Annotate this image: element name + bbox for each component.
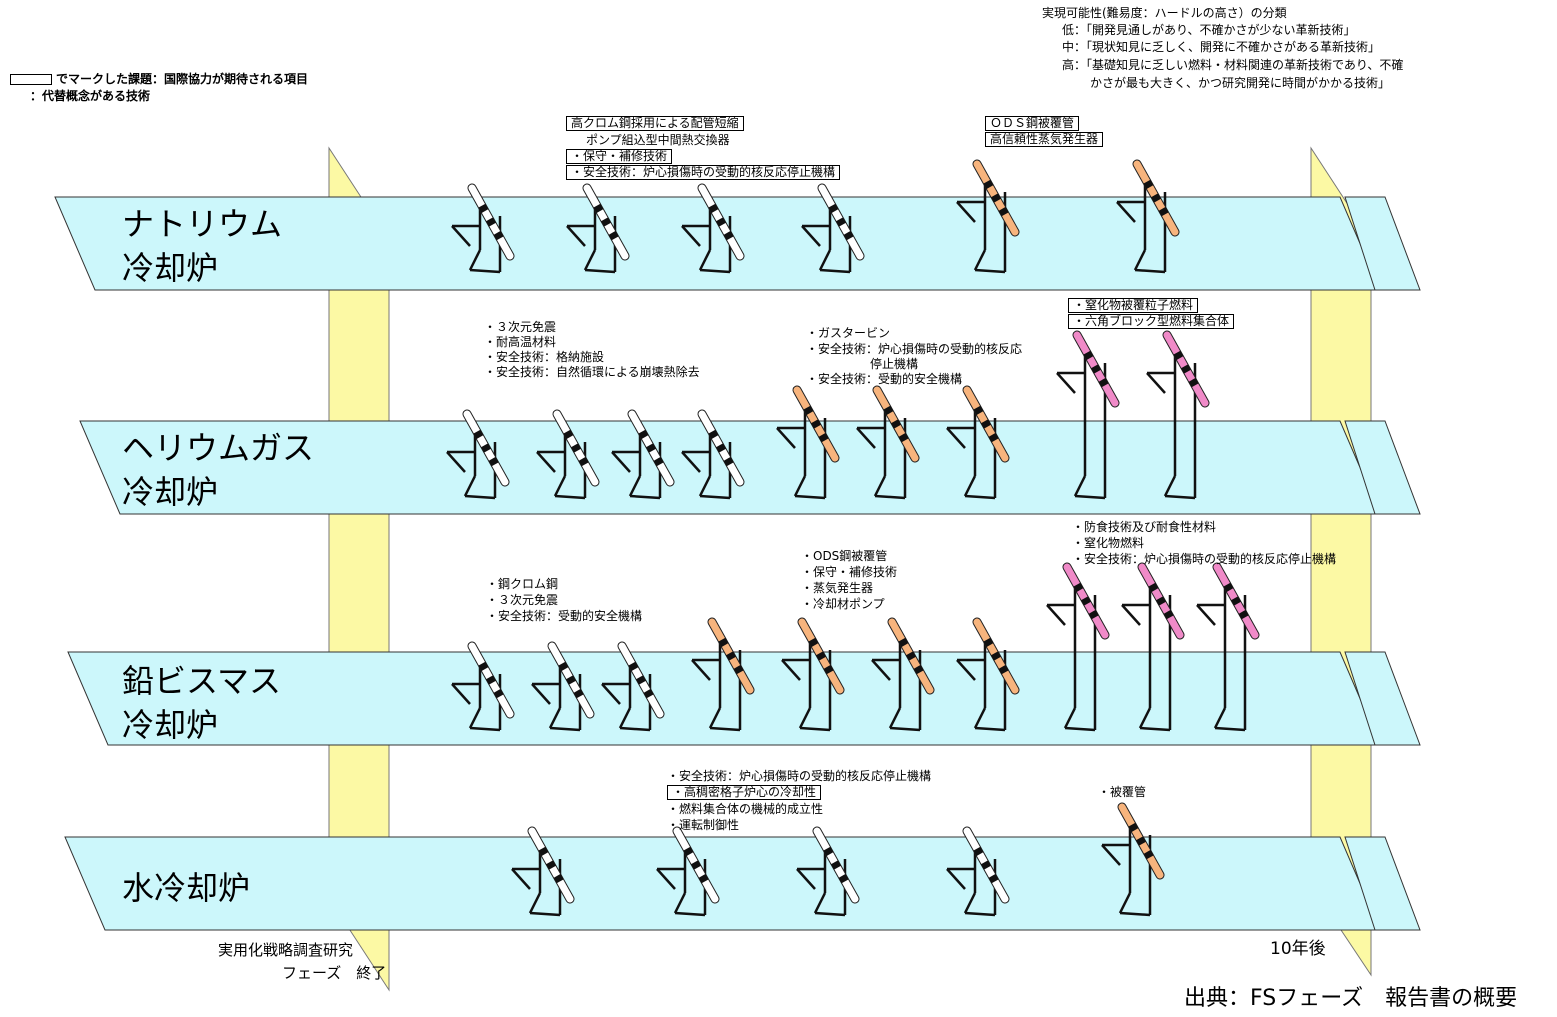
hurdle-helium-5 [776,385,840,500]
water-note-3: ・燃料集合体の機械的成立性 [667,802,824,816]
lead-mid-note-4: ・冷却材ポンプ [801,597,885,611]
hurdle-helium-2 [536,409,600,500]
sodium-note-2: ポンプ組込型中間熱交換器 [586,133,730,147]
reactor-label-lead-2: 冷却炉 [122,706,219,744]
legend-marked: でマークした課題：国際協力が期待される項目 [10,72,308,87]
classification-low: 低：「開発見通しがあり、不確かさが少ない革新技術」 [1062,23,1356,37]
hurdle-helium-3 [611,409,675,500]
helium-note-1: ・３次元免震 [484,320,557,334]
hurdle-helium-9 [1146,330,1210,500]
hurdle-lead-1 [451,641,515,732]
hurdle-lead-8 [1046,562,1110,732]
hurdle-water-1 [511,826,575,917]
hurdle-lead-9 [1121,562,1185,732]
lead-high-note-3: ・安全技術：炉心損傷時の受動的核反応停止機構 [1072,552,1337,566]
water-note-2: ・高稠密格子炉心の冷却性 [667,785,822,800]
helium-note-2: ・耐高温材料 [484,335,557,349]
track-lead-ext [1344,651,1421,746]
hurdle-lead-4 [691,617,755,732]
track-sodium-ext [1344,196,1421,291]
classification-high-1: 高：「基礎知見に乏しい燃料・材料関連の革新技術であり、不確 [1062,58,1404,72]
phase-end-label-1: 実用化戦略調査研究 [218,941,354,959]
water-mid-note-1: ・被覆管 [1098,785,1147,799]
sodium-mid-note-2: 高信頼性蒸気発生器 [985,132,1104,147]
lead-mid-note-3: ・蒸気発生器 [801,581,874,595]
hurdle-lead-10 [1196,562,1260,732]
lead-high-note-1: ・防食技術及び耐食性材料 [1072,520,1217,534]
hurdle-lead-7 [956,617,1020,732]
helium-note-4: ・安全技術：自然循環による崩壊熱除去 [484,365,700,379]
hurdle-water-5 [1101,802,1165,917]
sodium-note-1: 高クロム鋼採用による配管短縮 [566,116,744,131]
hurdle-sodium-1 [451,183,515,274]
hurdle-helium-8 [1056,330,1120,500]
track-water-ext [1344,836,1421,931]
hurdle-lead-3 [601,641,665,732]
reactor-label-helium-1: ヘリウムガス [122,429,315,467]
hurdle-water-4 [946,826,1010,917]
reactor-label-sodium-1: ナトリウム [122,205,283,243]
classification-title: 実現可能性(難易度：ハードルの高さ）の分類 [1042,6,1287,20]
hurdle-sodium-6 [1116,159,1180,274]
helium-mid-note-2: ・安全技術：炉心損傷時の受動的核反応 [806,342,1023,356]
water-note-4: ・運転制御性 [667,818,740,832]
reactor-label-sodium-2: 冷却炉 [122,249,219,287]
helium-high-note-2: ・六角ブロック型燃料集合体 [1068,314,1235,329]
hurdle-helium-7 [946,385,1010,500]
hurdle-sodium-5 [956,159,1020,274]
hurdle-sodium-3 [681,183,745,274]
helium-high-note-1: ・窒化物被覆粒子燃料 [1068,298,1199,313]
reactor-label-lead-1: 鉛ビスマス [122,662,282,700]
hurdle-water-3 [796,826,860,917]
hurdle-group [446,159,1260,917]
helium-note-3: ・安全技術：格納施設 [484,350,605,364]
hurdle-water-2 [656,826,720,917]
legend-alternative: ：代替概念がある技術 [30,89,151,103]
lead-note-2: ・３次元免震 [486,593,559,607]
lead-note-3: ・安全技術：受動的安全機構 [486,609,643,623]
lead-high-note-2: ・窒化物燃料 [1072,536,1145,550]
hurdle-sodium-2 [566,183,630,274]
helium-mid-note-3: 停止機構 [870,357,919,371]
legend-box-icon [10,74,52,85]
hurdle-helium-1 [446,409,510,500]
reactor-label-water: 水冷却炉 [122,869,251,907]
track-water [64,836,1381,931]
lead-mid-note-2: ・保守・補修技術 [801,565,898,579]
track-helium-ext [1344,420,1421,515]
reactor-label-helium-2: 冷却炉 [122,473,219,511]
water-note-1: ・安全技術：炉心損傷時の受動的核反応停止機構 [667,769,932,783]
classification-high-2: かさが最も大きく、かつ研究開発に時間がかかる技術」 [1090,76,1391,90]
sodium-note-4: ・安全技術：炉心損傷時の受動的核反応停止機構 [566,165,841,180]
hurdle-sodium-4 [801,183,865,274]
hurdle-helium-6 [856,385,920,500]
hurdle-lead-6 [871,617,935,732]
hurdle-lead-5 [781,617,845,732]
hurdle-lead-2 [531,641,595,732]
phase-end-label-2: フェーズ 終了 [282,964,387,982]
sodium-note-3: ・保守・補修技術 [566,149,673,164]
classification-mid: 中：「現状知見に乏しく、開発に不確かさがある革新技術」 [1062,40,1381,54]
helium-mid-note-4: ・安全技術：受動的安全機構 [806,372,963,386]
helium-mid-note-1: ・ガスタービン [806,326,891,340]
lead-note-1: ・鋼クロム鋼 [486,577,559,591]
ten-years-label: 10年後 [1270,939,1326,959]
sodium-mid-note-1: ＯＤＳ鋼被覆管 [985,116,1080,131]
hurdle-helium-4 [681,409,745,500]
source-label: 出典：FSフェーズ 報告書の概要 [1184,986,1518,1011]
lead-mid-note-1: ・ODS鋼被覆管 [801,549,888,563]
